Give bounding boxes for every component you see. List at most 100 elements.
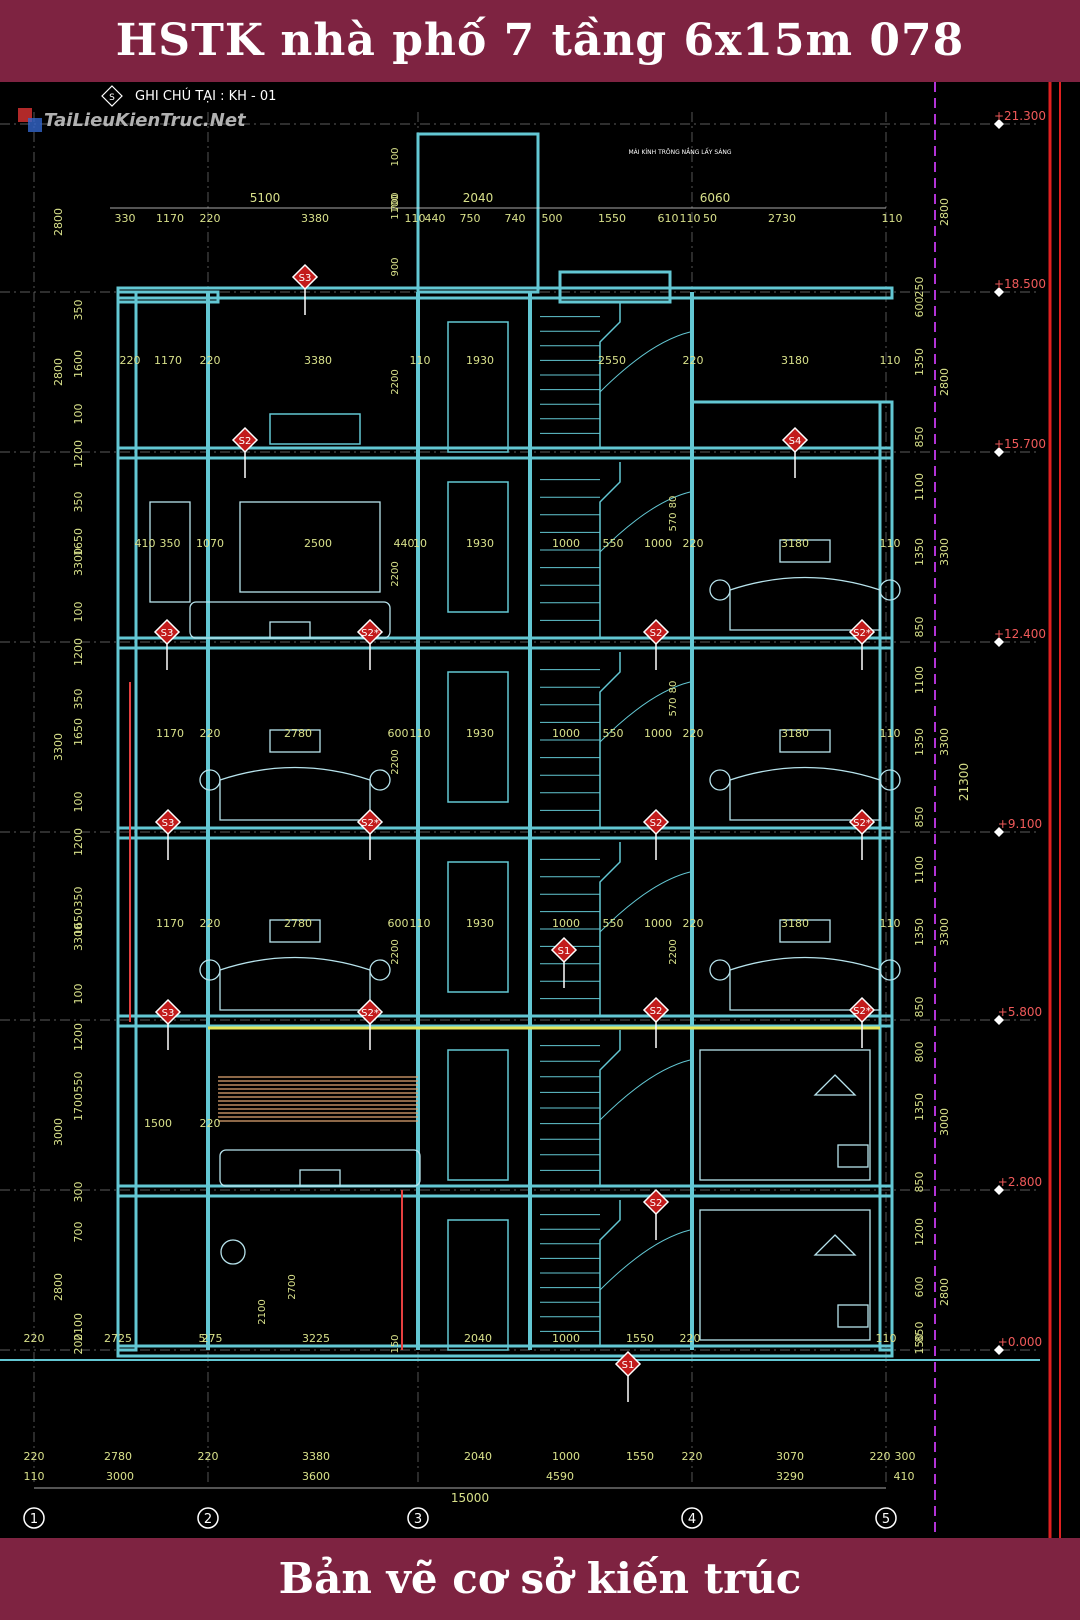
roof-pergola <box>269 413 361 445</box>
tag-diamond <box>356 808 384 836</box>
left-vert-dim: 1200 <box>72 828 85 856</box>
bottom-dim: 4590 <box>546 1470 574 1483</box>
floor-dim: 10 <box>413 537 427 550</box>
section-tag: S2* <box>848 618 876 670</box>
tag-diamond <box>154 808 182 836</box>
section-tag: S3 <box>153 618 181 670</box>
left-vert-dim: 1600 <box>72 350 85 378</box>
floor-dim: 550 <box>603 727 624 740</box>
top-dim: 220 <box>200 212 221 225</box>
floor-dim: 2550 <box>598 354 626 367</box>
floor-dim: 5 <box>199 1332 206 1345</box>
bottom-dim: 3380 <box>302 1450 330 1463</box>
tag-label: S2* <box>361 1008 379 1019</box>
floor-dim: 220 <box>200 354 221 367</box>
note-diamond <box>101 85 123 107</box>
floor-dim: 1550 <box>626 1332 654 1345</box>
floor-dim: 110 <box>880 727 901 740</box>
floor-dim: 3225 <box>302 1332 330 1345</box>
inner-vert-dim: 100 <box>390 147 401 166</box>
left-vert-dim: 700 <box>72 1222 85 1243</box>
stair-tower <box>416 132 540 294</box>
axis-label: 3 <box>414 1512 422 1527</box>
right-vert-dim: 1100 <box>913 473 926 501</box>
right-vert-dim: 3300 <box>938 538 951 566</box>
lamp <box>879 959 901 981</box>
floor-dim: 1000 <box>552 917 580 930</box>
left-vert-dim: 1200 <box>72 1023 85 1051</box>
door-swing <box>599 491 691 553</box>
left-vert-dim: 100 <box>72 984 85 1005</box>
top-dim: 440 <box>425 212 446 225</box>
lamp <box>709 769 731 791</box>
left-vert-dim: 1700 <box>72 1093 85 1121</box>
floor-dim: 110 <box>880 537 901 550</box>
section-tag: S2* <box>356 998 384 1050</box>
section-tag: S2 <box>642 808 670 860</box>
tag-diamond <box>642 996 670 1024</box>
tag-label: S1 <box>622 1360 635 1371</box>
top-dim: 330 <box>115 212 136 225</box>
section-tag: S3 <box>291 263 319 315</box>
bed-headboard-art <box>269 729 321 753</box>
bottom-dim: 220 <box>682 1450 703 1463</box>
stair-stringer <box>599 302 621 448</box>
floor-dim: 220 <box>200 1117 221 1130</box>
overall-width: 15000 <box>451 1491 489 1505</box>
elevator-door <box>447 671 509 803</box>
floor-slab <box>116 446 894 460</box>
floor-dim: 550 <box>603 917 624 930</box>
tag-label: S2* <box>361 818 379 829</box>
tag-diamond <box>848 808 876 836</box>
right-vert-dim: 1100 <box>913 666 926 694</box>
skylight-label: MÁI KÍNH TRÔNG NẮNG LẤY SÁNG <box>629 148 732 156</box>
axis-label: 1 <box>30 1512 38 1527</box>
right-vert-dim: 850 <box>913 617 926 638</box>
left-vert-dim: 1200 <box>72 638 85 666</box>
right-vert-dim: 2800 <box>938 1278 951 1306</box>
floor-dim: 3180 <box>781 727 809 740</box>
section-tag: S1 <box>614 1350 642 1402</box>
left-vert-dim: 300 <box>72 1182 85 1203</box>
floor-dim: 3380 <box>304 354 332 367</box>
section-tag: S3 <box>154 808 182 860</box>
level-marker <box>994 827 1004 837</box>
left-vert-dim: 3300 <box>72 923 85 951</box>
tag-label: S4 <box>789 436 802 447</box>
elevator-door <box>447 481 509 613</box>
skylight-block <box>558 270 672 304</box>
floor-dim: 220 <box>683 537 704 550</box>
floor-dim: 1930 <box>466 727 494 740</box>
stair-stringer <box>599 1030 621 1186</box>
stair-stringer <box>599 462 621 638</box>
bottom-dim: 3600 <box>302 1470 330 1483</box>
tag-diamond <box>642 1188 670 1216</box>
bed-headboard-art <box>269 919 321 943</box>
floor-dim: 1000 <box>552 1332 580 1345</box>
left-vert-dim: 3000 <box>52 1118 65 1146</box>
floor-dim: 1070 <box>196 537 224 550</box>
floor-dim: 110 <box>880 354 901 367</box>
right-vert-dim: 2800 <box>938 368 951 396</box>
inner-vert-dim: 2200 <box>668 939 679 964</box>
left-vert-dim: 1650 <box>72 718 85 746</box>
axis-label: 5 <box>882 1512 890 1527</box>
section-tag: S1 <box>550 936 578 988</box>
section-tag: S3 <box>154 998 182 1050</box>
watermark-logo: TaiLieuKienTruc.Net <box>18 108 247 132</box>
axis-bubble <box>197 1507 219 1529</box>
right-vert-dim: 1350 <box>913 538 926 566</box>
left-vert-dim: 2800 <box>52 1273 65 1301</box>
tag-label: S3 <box>162 818 175 829</box>
top-dim: 3380 <box>301 212 329 225</box>
section-tag: S2* <box>848 996 876 1048</box>
lamp <box>199 769 221 791</box>
level-label: +0.000 <box>998 1335 1042 1349</box>
floor-dim: 220 <box>24 1332 45 1345</box>
floor-dim: 1000 <box>644 727 672 740</box>
right-vert-dim: 850 <box>913 1322 926 1343</box>
left-vert-dim: 350 <box>72 300 85 321</box>
right-vert-dim: 600 <box>913 1277 926 1298</box>
inner-vert-dim: 2700 <box>287 1274 298 1299</box>
